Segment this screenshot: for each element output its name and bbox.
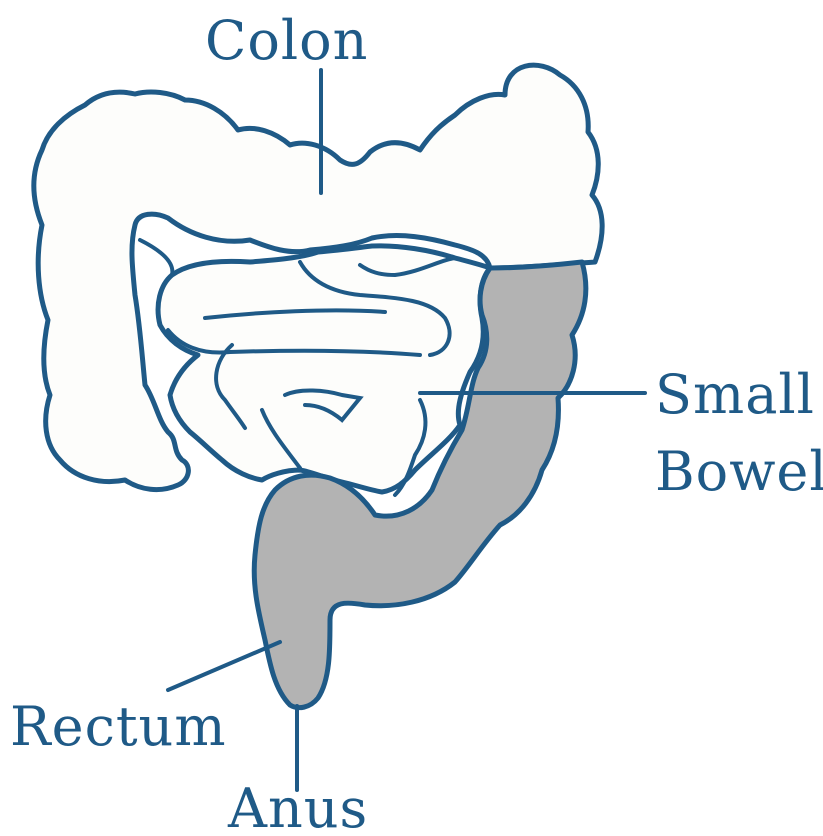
small-bowel-label-line1: Small <box>655 368 815 422</box>
colon-label: Colon <box>205 14 368 68</box>
rectum-leader-line <box>168 642 280 690</box>
rectum-label: Rectum <box>10 700 227 754</box>
small-bowel-label-line2: Bowel <box>655 445 823 499</box>
anus-label: Anus <box>228 782 368 836</box>
small-bowel-shape <box>158 246 490 492</box>
